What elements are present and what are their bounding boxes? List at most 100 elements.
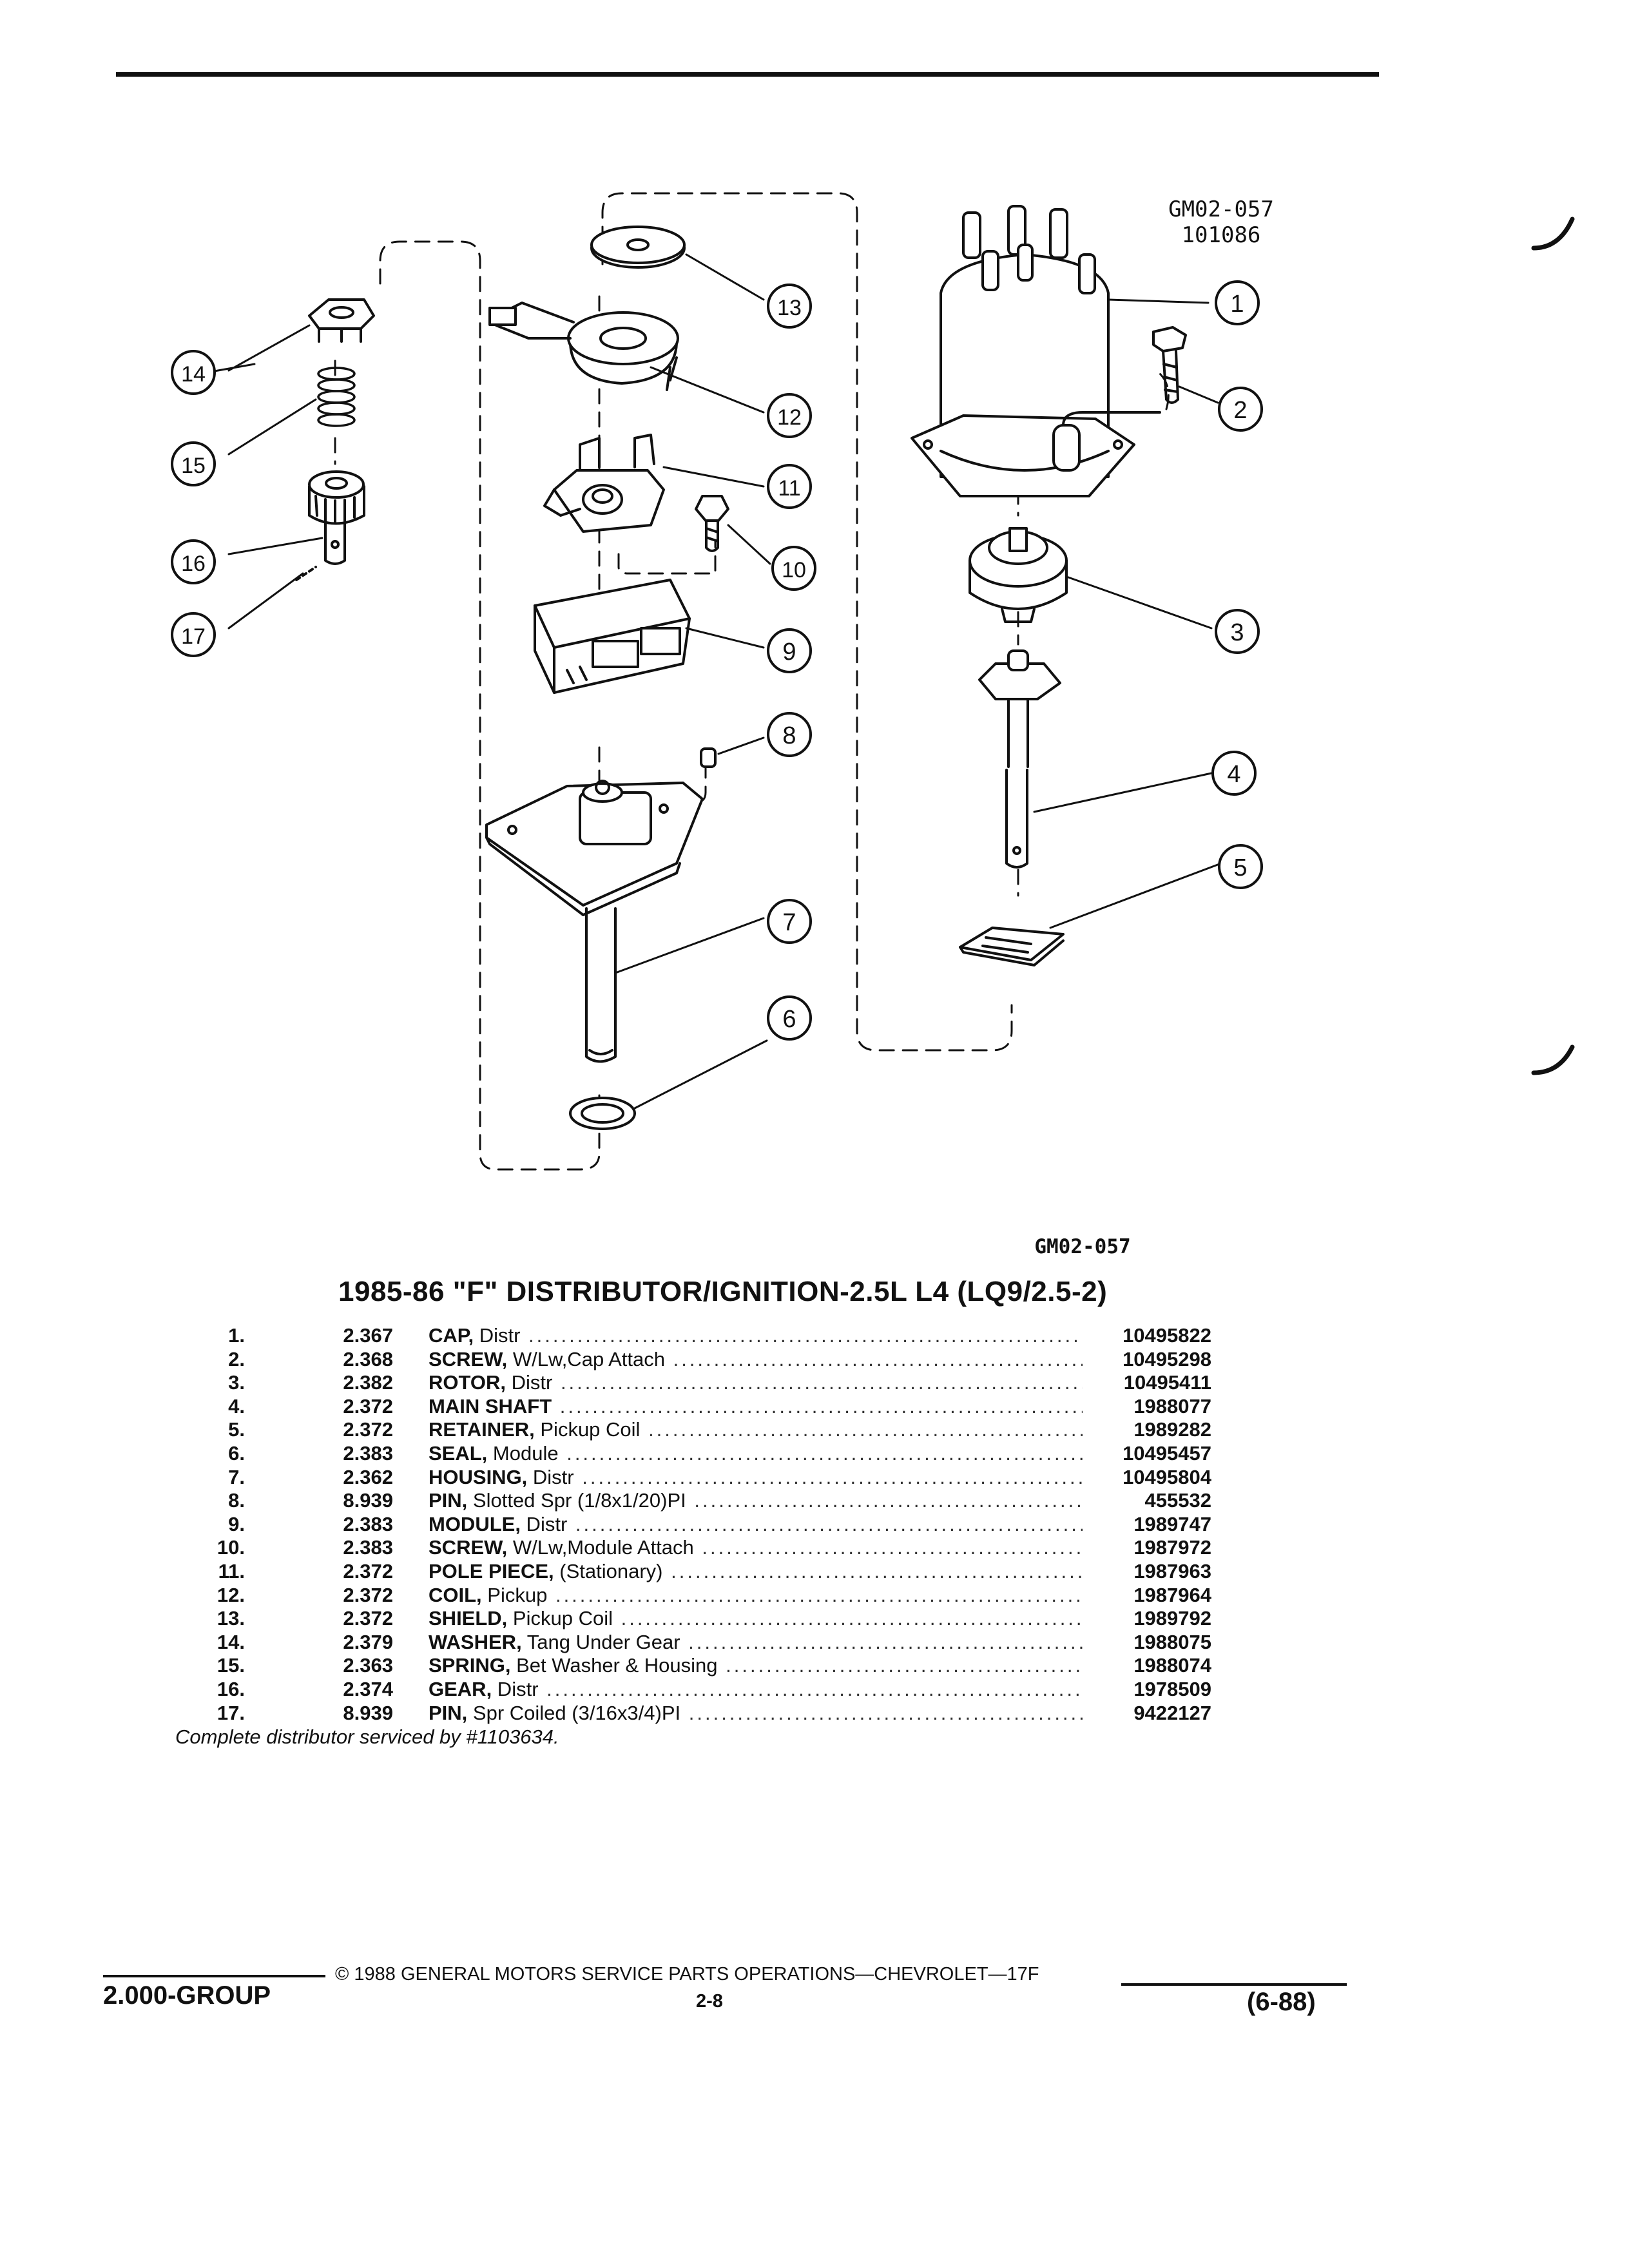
part-description: SCREW, W/Lw,Cap Attach .................…	[429, 1348, 1083, 1371]
leader-dots: ........................................…	[621, 1607, 1083, 1630]
parts-row: 16. 2.374 GEAR, Distr ....................…	[174, 1678, 1218, 1702]
top-rule	[116, 72, 1379, 77]
group-number: 2.374	[343, 1677, 393, 1700]
group-number: 2.368	[343, 1347, 393, 1370]
item-number: 3.	[228, 1371, 245, 1394]
part-name: HOUSING,	[429, 1465, 528, 1488]
part-detail: Distr	[506, 1371, 553, 1394]
service-note: Complete distributor serviced by #110363…	[175, 1725, 559, 1748]
part-name: RETAINER,	[429, 1418, 535, 1441]
part-detail: W/Lw,Cap Attach	[507, 1347, 665, 1370]
part-description: SCREW, W/Lw,Module Attach ..............…	[429, 1536, 1083, 1559]
callout-3: 3	[1230, 619, 1244, 646]
item-number: 1.	[228, 1324, 245, 1347]
part-name: CAP,	[429, 1324, 474, 1347]
part-number: 10495411	[1123, 1371, 1211, 1394]
part-name: PIN,	[429, 1489, 468, 1512]
part-number: 1989792	[1133, 1607, 1211, 1630]
callout-11: 11	[778, 476, 800, 501]
pickup-coil-retainer	[959, 927, 1065, 966]
part-detail: Module	[487, 1441, 559, 1465]
leader-dots: ........................................…	[560, 1371, 1083, 1394]
item-number: 8.	[228, 1489, 245, 1512]
footer-date: (6-88)	[1247, 1988, 1316, 2016]
part-description: GEAR, Distr ............................…	[429, 1678, 1083, 1701]
callout-8: 8	[782, 722, 796, 749]
part-name: SCREW,	[429, 1347, 508, 1370]
footer-copyright: © 1988 GENERAL MOTORS SERVICE PARTS OPER…	[335, 1964, 1039, 1984]
part-name: GEAR,	[429, 1677, 492, 1700]
main-shaft	[978, 649, 1061, 869]
callout-9: 9	[782, 639, 796, 666]
callout-14: 14	[181, 362, 206, 387]
section-title: 1985-86 "F" DISTRIBUTOR/IGNITION-2.5L L4…	[338, 1276, 1108, 1307]
part-name: SEAL,	[429, 1441, 488, 1465]
item-number: 7.	[228, 1465, 245, 1488]
part-detail: Tang Under Gear	[521, 1630, 680, 1653]
distributor-exploded-diagram: 1 2 3 4 5 6 7 8 9 10 11 12 13 14 15 16 1…	[171, 192, 1575, 1171]
ignition-module	[534, 579, 691, 694]
part-description: ROTOR, Distr ...........................…	[429, 1371, 1083, 1394]
part-name: ROTOR,	[429, 1371, 506, 1394]
spring	[317, 367, 356, 427]
group-number: 2.379	[343, 1630, 393, 1653]
group-number: 8.939	[343, 1701, 393, 1724]
group-number: 2.363	[343, 1654, 393, 1677]
item-number: 5.	[228, 1418, 245, 1441]
callout-numbers: 1 2 3 4 5 6 7 8 9 10 11 12 13 14 15 16 1…	[181, 291, 1247, 1033]
item-number: 11.	[218, 1559, 245, 1582]
item-number: 13.	[217, 1607, 245, 1630]
group-number: 2.372	[343, 1583, 393, 1606]
leader-dots: ........................................…	[528, 1324, 1083, 1347]
part-number: 1989747	[1133, 1512, 1211, 1535]
callout-12: 12	[777, 405, 802, 430]
part-name: PIN,	[429, 1701, 468, 1724]
part-number: 9422127	[1133, 1701, 1211, 1724]
part-description: SHIELD, Pickup Coil ....................…	[429, 1607, 1083, 1630]
part-number: 1978509	[1133, 1677, 1211, 1700]
leader-dots: ........................................…	[671, 1559, 1083, 1582]
distributor-cap	[911, 205, 1161, 497]
footer-rule-left	[103, 1975, 325, 1977]
leader-dots: ........................................…	[688, 1701, 1083, 1724]
group-number: 2.372	[343, 1559, 393, 1582]
part-detail: Pickup Coil	[507, 1607, 613, 1630]
item-number: 16.	[217, 1677, 245, 1700]
figure-number: 101086	[1181, 222, 1261, 248]
leader-lines	[198, 253, 1222, 1110]
part-description: RETAINER, Pickup Coil ..................…	[429, 1418, 1083, 1441]
callout-2: 2	[1233, 397, 1247, 424]
item-number: 14.	[217, 1630, 245, 1653]
tang-washer	[308, 298, 375, 343]
leader-dots: ........................................…	[575, 1512, 1083, 1535]
leader-dots: ........................................…	[688, 1630, 1083, 1653]
coil-pickup	[488, 302, 679, 391]
leader-dots: ........................................…	[546, 1677, 1083, 1700]
part-description: PIN, Spr Coiled (3/16x3/4)PI ...........…	[429, 1702, 1083, 1725]
cap-attach-screw	[1152, 326, 1187, 404]
module-attach-screw	[695, 495, 729, 552]
footer-group: 2.000-GROUP	[103, 1981, 271, 2010]
part-number: 10495804	[1123, 1465, 1211, 1488]
item-number: 4.	[228, 1394, 245, 1418]
callout-16: 16	[181, 552, 206, 576]
leader-dots: ........................................…	[555, 1583, 1083, 1606]
item-number: 17.	[217, 1701, 245, 1724]
item-number: 10.	[217, 1536, 245, 1559]
part-description: HOUSING, Distr .........................…	[429, 1466, 1083, 1489]
part-number: 1989282	[1133, 1418, 1211, 1441]
part-description: COIL, Pickup ...........................…	[429, 1584, 1083, 1607]
part-detail: Spr Coiled (3/16x3/4)PI	[467, 1701, 681, 1724]
